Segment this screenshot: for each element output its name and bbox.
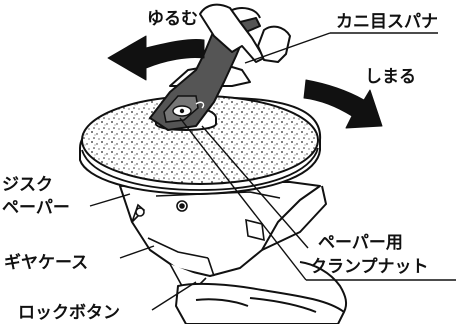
label-clamp-nut-line2: クランプナット [310, 256, 429, 277]
label-disc-paper-line1: ジスク [2, 175, 53, 195]
arrow-down-right-icon [303, 79, 383, 129]
label-disc-paper-line2: ペーパー [2, 198, 70, 218]
upper-hand [199, 3, 291, 63]
label-tighten: しまる [365, 67, 416, 87]
leader-lines [89, 32, 456, 311]
disc-paper [79, 95, 322, 196]
label-clamp-nut-line1: ペーパー用 [318, 233, 403, 253]
label-loosen: ゆるむ [147, 9, 198, 29]
label-lock-button: ロックボタン [18, 303, 120, 323]
lower-hand [175, 261, 348, 324]
label-gear-case: ギヤケース [4, 253, 88, 273]
label-pin-spanner: カニ目スパナ [336, 12, 438, 32]
arrow-left-icon [107, 35, 205, 81]
